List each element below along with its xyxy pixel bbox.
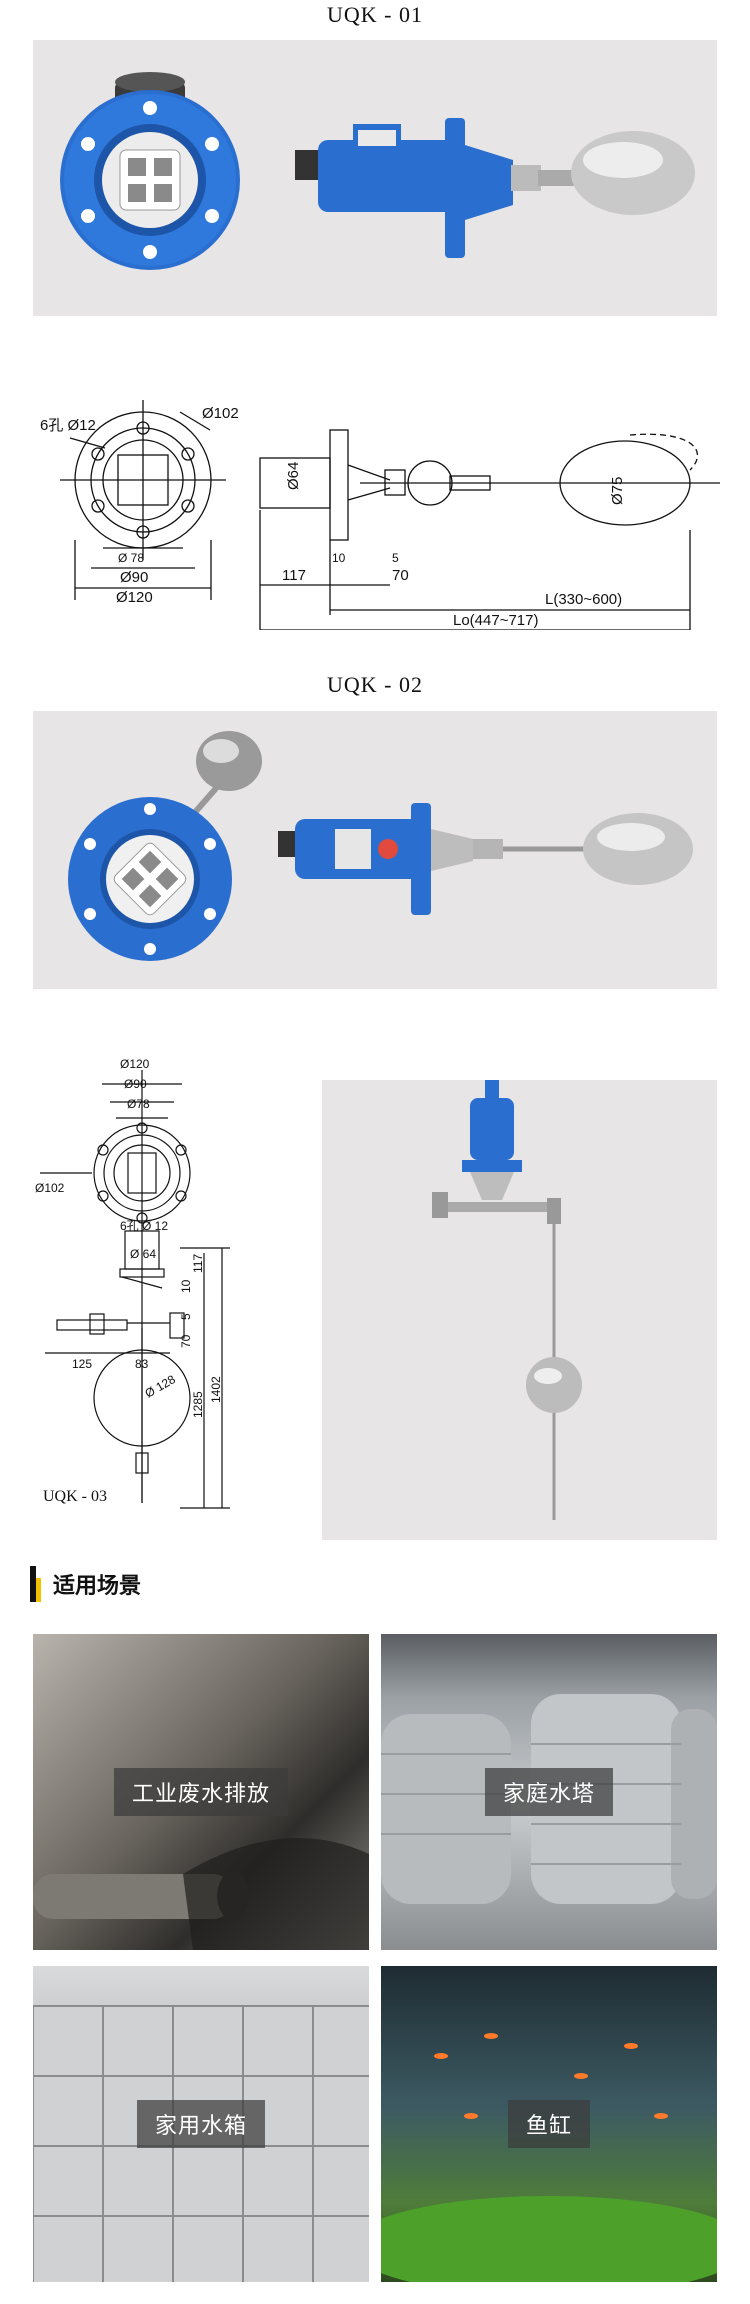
scene-home-water-tank: 家用水箱 — [33, 1966, 369, 2282]
section-header: 适用场景 — [30, 1566, 141, 1602]
level-switch-illustration-2 — [68, 731, 693, 961]
d2-d64: Ø 64 — [130, 1247, 156, 1261]
model-label-uqk03: UQK - 03 — [43, 1488, 107, 1505]
d1-d64: Ø64 — [285, 462, 302, 490]
technical-drawing-uqk03: Ø120 Ø90 Ø78 Ø102 6孔 Ø 12 Ø 64 10 117 5 … — [35, 1058, 230, 1509]
d2-d90: Ø90 — [124, 1077, 147, 1091]
d2-dim117: 117 — [191, 1254, 205, 1273]
d2-dim5: 5 — [179, 1313, 193, 1320]
section-accent — [36, 1578, 41, 1602]
d2-dim125: 125 — [72, 1357, 92, 1371]
d2-d120: Ø120 — [120, 1058, 150, 1071]
d2-dim83: 83 — [135, 1357, 149, 1371]
level-switch-illustration — [60, 72, 695, 270]
d1-Lo: Lo(447~717) — [453, 612, 539, 629]
section-bar — [30, 1566, 36, 1602]
product-photo-uqk01 — [33, 40, 717, 316]
scene-household-water-tower: 家庭水塔 — [381, 1634, 717, 1950]
d1-dim117: 117 — [282, 567, 306, 584]
d2-dim70: 70 — [179, 1334, 193, 1348]
d1-d90: Ø90 — [120, 569, 148, 586]
d1-dim5: 5 — [392, 551, 399, 565]
d1-d102: Ø102 — [202, 405, 239, 422]
d2-holes-label: 6孔 Ø 12 — [120, 1219, 168, 1233]
technical-drawing-uqk01: 6孔 Ø12 Ø102 Ø 78 Ø90 Ø120 Ø64 Ø75 10 5 1… — [40, 400, 720, 630]
model-title-uqk01: UQK - 01 — [327, 2, 423, 27]
level-switch-illustration-3 — [432, 1080, 582, 1520]
d2-dim1285: 1285 — [191, 1391, 205, 1418]
scene-fish-tank: 鱼缸 — [381, 1966, 717, 2282]
scene-industrial-wastewater: 工业废水排放 — [33, 1634, 369, 1950]
scene-label-fish-tank: 鱼缸 — [507, 2100, 591, 2148]
d2-dim10: 10 — [179, 1279, 193, 1293]
d1-dim10: 10 — [332, 551, 346, 565]
section-title: 适用场景 — [53, 1574, 142, 1599]
d1-d75: Ø75 — [609, 477, 626, 505]
d2-d78: Ø78 — [127, 1097, 150, 1111]
model-title-uqk02: UQK - 02 — [327, 672, 423, 697]
product-photo-uqk02 — [33, 711, 717, 989]
d1-dim70: 70 — [392, 567, 409, 584]
d2-d128: Ø 128 — [143, 1372, 179, 1401]
d1-L: L(330~600) — [545, 591, 622, 608]
d2-d102: Ø102 — [35, 1181, 65, 1195]
scene-label-home-water-tank: 家用水箱 — [136, 2100, 266, 2148]
product-photo-uqk03 — [322, 1080, 717, 1540]
scene-label-industrial-wastewater: 工业废水排放 — [113, 1768, 289, 1816]
d1-holes-label: 6孔 Ø12 — [40, 417, 96, 434]
scene-label-household-water-tower: 家庭水塔 — [484, 1768, 614, 1816]
d1-d120: Ø120 — [116, 589, 153, 606]
d1-d78: Ø 78 — [118, 551, 144, 565]
d2-dim1402: 1402 — [209, 1376, 223, 1403]
